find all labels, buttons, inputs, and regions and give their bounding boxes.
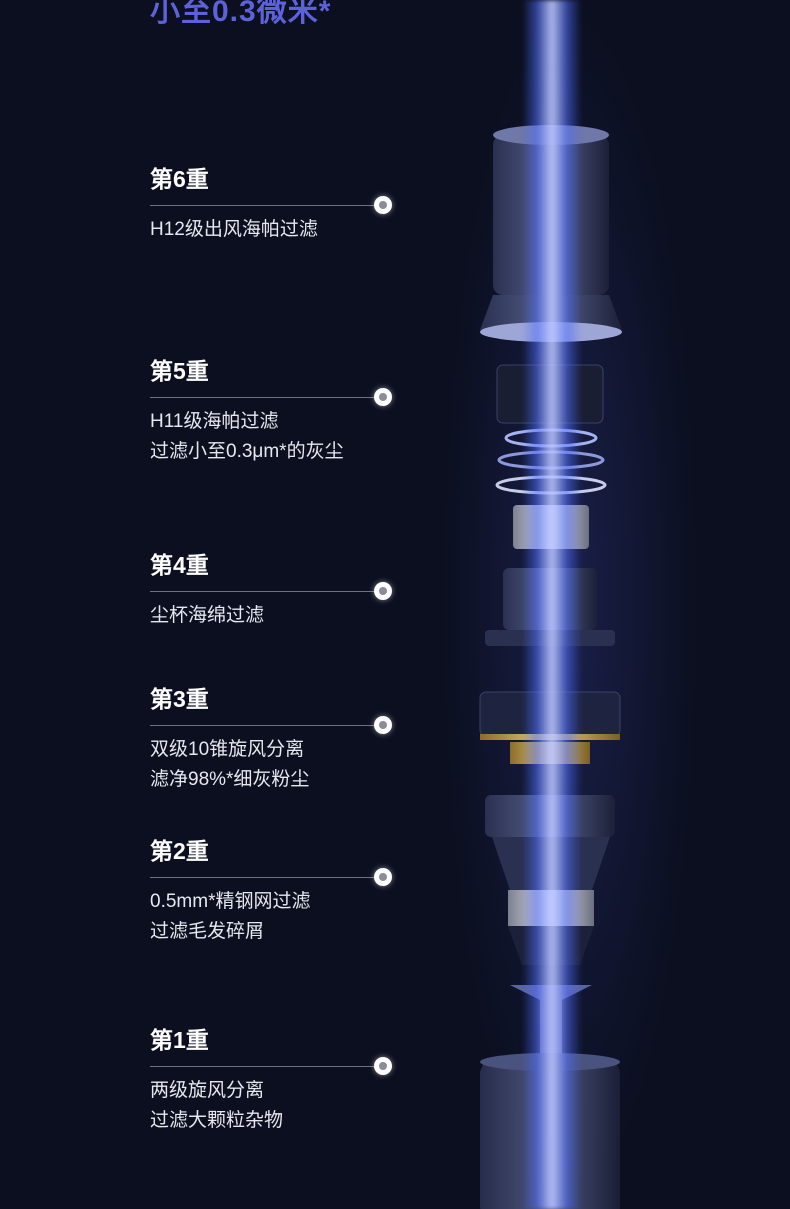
stage-desc-line: 过滤小至0.3μm*的灰尘 — [150, 441, 344, 462]
stage-divider — [150, 591, 375, 592]
stage-divider — [150, 725, 375, 726]
stage-1: 第1重 两级旋风分离 过滤大颗粒杂物 — [150, 1026, 400, 1136]
stage-divider — [150, 397, 375, 398]
stage-desc-line: 双级10锥旋风分离 — [150, 739, 305, 760]
stage-title: 第4重 — [150, 552, 209, 578]
stage-desc-line: 两级旋风分离 — [150, 1080, 265, 1101]
stage-desc-line: 尘杯海绵过滤 — [150, 605, 265, 626]
stage-6: 第6重 H12级出风海帕过滤 — [150, 165, 400, 245]
stage-dot-marker — [374, 388, 392, 406]
stage-desc-line: H12级出风海帕过滤 — [150, 219, 318, 240]
stage-dot-marker — [374, 196, 392, 214]
stage-dot-marker — [374, 868, 392, 886]
stage-desc-line: 过滤毛发碎屑 — [150, 921, 265, 942]
stage-2: 第2重 0.5mm*精钢网过滤 过滤毛发碎屑 — [150, 837, 400, 947]
stage-4: 第4重 尘杯海绵过滤 — [150, 551, 400, 631]
stage-title: 第6重 — [150, 166, 209, 192]
airflow-beam — [522, 0, 582, 1209]
stage-desc-line: H11级海帕过滤 — [150, 411, 279, 432]
stage-dot-marker — [374, 716, 392, 734]
stage-divider — [150, 877, 375, 878]
stage-title: 第2重 — [150, 838, 209, 864]
stage-dot-marker — [374, 1057, 392, 1075]
stage-divider — [150, 205, 375, 206]
stage-desc-line: 0.5mm*精钢网过滤 — [150, 891, 311, 912]
headline: 小至0.3微米* — [150, 0, 332, 28]
stage-title: 第1重 — [150, 1027, 209, 1053]
stage-5: 第5重 H11级海帕过滤 过滤小至0.3μm*的灰尘 — [150, 357, 400, 467]
stage-divider — [150, 1066, 375, 1067]
stage-3: 第3重 双级10锥旋风分离 滤净98%*细灰粉尘 — [150, 685, 400, 795]
stage-title: 第5重 — [150, 358, 209, 384]
stage-desc-line: 滤净98%*细灰粉尘 — [150, 769, 310, 790]
stage-dot-marker — [374, 582, 392, 600]
stage-desc-line: 过滤大颗粒杂物 — [150, 1110, 284, 1131]
stage-title: 第3重 — [150, 686, 209, 712]
